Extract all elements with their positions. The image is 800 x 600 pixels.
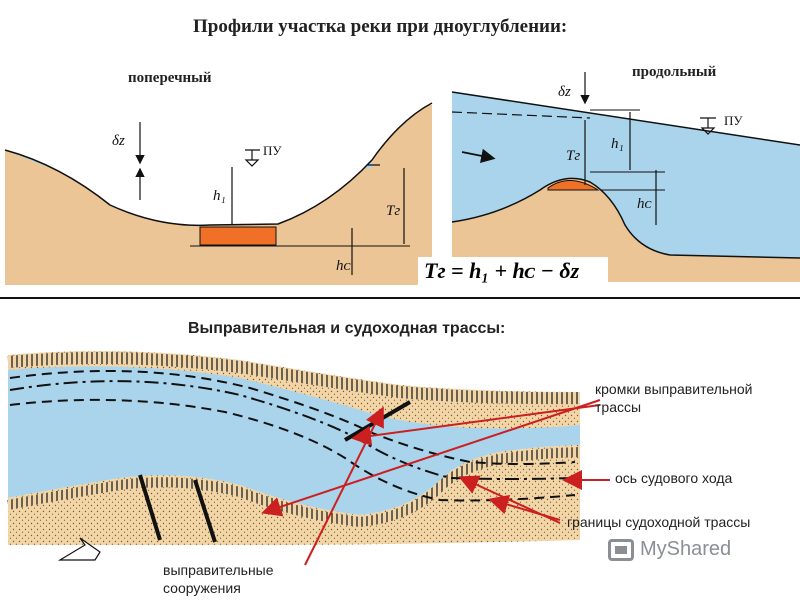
- plan-channel-axis: [9, 380, 576, 480]
- presentation-icon: [608, 538, 634, 561]
- cross-dredge-block: [199, 226, 277, 246]
- watermark-text: MyShared: [640, 538, 732, 560]
- long-dz-label: δz: [558, 84, 571, 100]
- pu-marker-long: [700, 117, 716, 135]
- annotation-bounds: границы судоходной трассы: [567, 514, 751, 530]
- long-tr-label: Tг: [566, 148, 580, 164]
- plan-water: [8, 366, 580, 515]
- plan-fairway-boundary-bottom: [9, 398, 576, 502]
- arrow-edges-1: [351, 404, 601, 446]
- depth-formula: Tг = h₁ + hᴄ − δz: [418, 257, 608, 285]
- page-title: Профили участка реки при дноуглублении:: [193, 16, 568, 37]
- arrow-edges-2: [261, 399, 601, 517]
- groyne-bottom-2: [193, 479, 217, 543]
- annotation-arrows: [261, 399, 610, 566]
- arrow-structures: [304, 406, 384, 566]
- cross-pu-label: ПУ: [263, 143, 282, 158]
- cross-sky: [5, 103, 432, 226]
- flow-arrow: [461, 148, 496, 163]
- cross-bed-line: [4, 102, 433, 227]
- annotation-structures: выправительные сооружения: [163, 562, 274, 596]
- long-pu-label: ПУ: [724, 113, 743, 128]
- longitudinal-section-diagram: [451, 72, 800, 282]
- watermark: MyShared: [608, 538, 731, 561]
- annotation-edges: кромки выправительной трассы: [595, 381, 753, 415]
- plan-view-diagram: [7, 351, 581, 561]
- long-design-level: [451, 111, 591, 119]
- plan-bank-bottom: [8, 445, 580, 545]
- cross-dz-label: δz: [112, 133, 125, 149]
- long-dredge-bar: [547, 180, 600, 191]
- plan-fairway-boundary-top: [9, 369, 576, 465]
- plan-bank-bottom-hatch: [7, 447, 581, 528]
- annotation-axis: ось судового хода: [615, 470, 733, 486]
- plan-title: Выправительная и судоходная трассы:: [188, 320, 506, 337]
- long-water-surface: [451, 91, 800, 146]
- cross-tr-label: Tг: [386, 203, 400, 219]
- arrow-bounds-1: [488, 494, 561, 521]
- groyne-bottom-1: [138, 474, 162, 541]
- plan-inset-marker: [57, 537, 101, 561]
- long-h1-label: h₁: [611, 136, 624, 152]
- long-hc-label: hᴄ: [637, 196, 652, 212]
- cross-section-label: поперечный: [128, 70, 212, 86]
- arrow-bounds-2: [458, 475, 561, 524]
- cross-hc-label: hᴄ: [336, 258, 351, 274]
- long-bed-line: [451, 177, 800, 259]
- plan-bank-top-hatch: [7, 352, 581, 405]
- cross-h1-label: h₁: [213, 188, 226, 204]
- longitudinal-section-label: продольный: [632, 64, 717, 80]
- pu-marker-cross: [244, 149, 260, 167]
- cross-section-diagram: [4, 102, 433, 285]
